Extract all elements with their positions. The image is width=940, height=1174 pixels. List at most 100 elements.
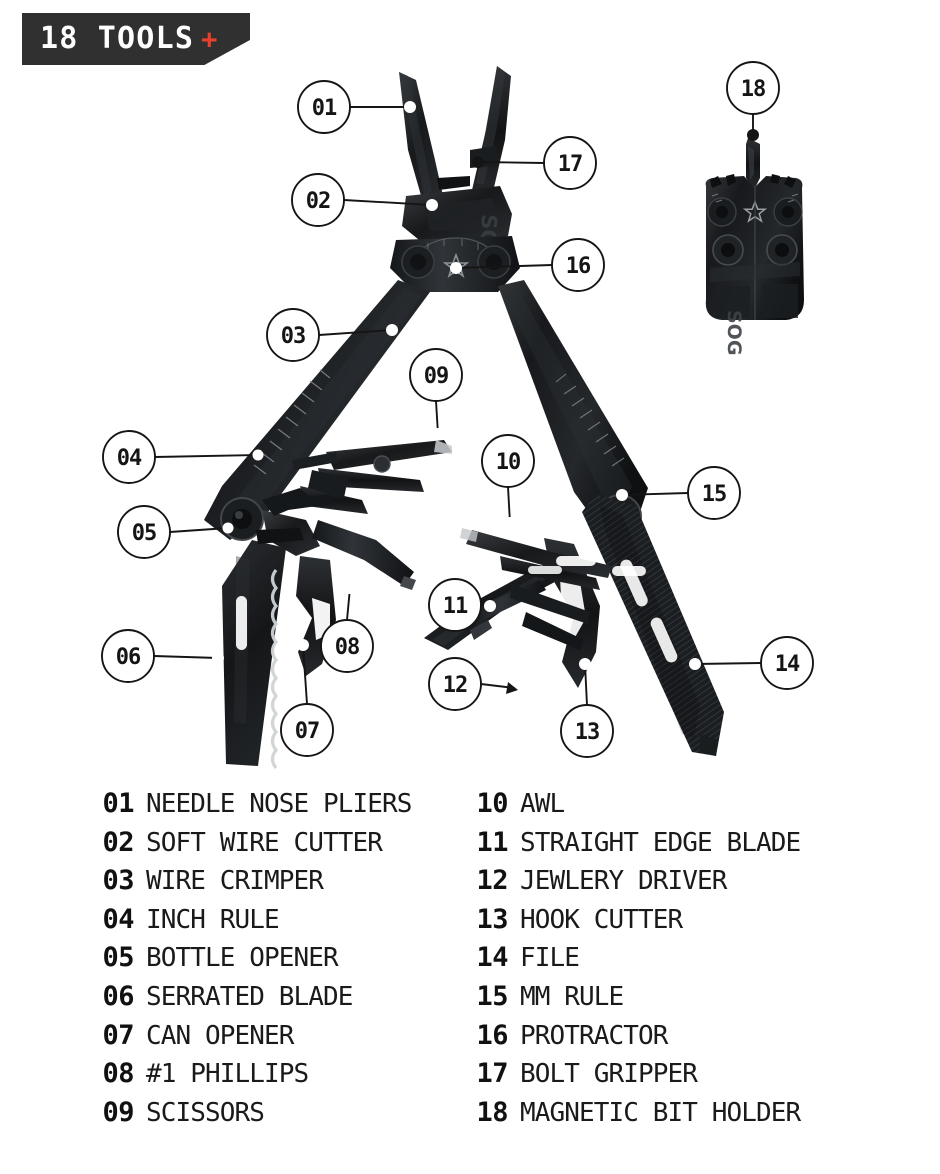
legend-item: 13 HOOK CUTTER xyxy=(462,904,800,943)
multitool-body: SOG xyxy=(204,66,724,769)
legend-column-right: 10 AWL 11 STRAIGHT EDGE BLADE 12 JEWLERY… xyxy=(462,788,801,1136)
legend-item: 01 NEEDLE NOSE PLIERS xyxy=(88,788,412,827)
callout-04[interactable] xyxy=(102,430,264,484)
callout-06[interactable] xyxy=(101,629,224,683)
legend-label: SOFT WIRE CUTTER xyxy=(146,827,383,858)
callout-13[interactable] xyxy=(560,658,614,758)
callout-number-07: 07 xyxy=(295,719,320,744)
legend-label: HOOK CUTTER xyxy=(520,904,683,935)
callout-16[interactable] xyxy=(450,238,605,292)
legend-number: 06 xyxy=(102,980,134,1012)
legend-item: 10 AWL xyxy=(462,788,800,827)
legend-item: 18 MAGNETIC BIT HOLDER xyxy=(462,1096,801,1136)
callout-number-10: 10 xyxy=(496,450,521,475)
legend-label: BOTTLE OPENER xyxy=(146,943,339,974)
callout-number-14: 14 xyxy=(775,652,800,677)
callout-05[interactable] xyxy=(117,505,234,559)
callout-01[interactable] xyxy=(297,80,416,134)
legend-label: PROTRACTOR xyxy=(520,1020,668,1051)
right-tool-cluster xyxy=(424,494,724,756)
legend-label: #1 PHILLIPS xyxy=(146,1059,309,1090)
legend-label: SERRATED BLADE xyxy=(146,981,353,1012)
callout-number-17: 17 xyxy=(558,152,583,177)
legend-label: FILE xyxy=(520,943,580,974)
legend-label: STRAIGHT EDGE BLADE xyxy=(520,827,801,858)
legend-label: WIRE CRIMPER xyxy=(146,866,324,897)
callout-11[interactable] xyxy=(428,578,496,632)
banner-title: 18 TOOLS xyxy=(40,21,195,56)
left-cluster-overlay xyxy=(256,488,312,544)
callout-number-02: 02 xyxy=(306,189,331,214)
inch-rule-ticks xyxy=(253,369,331,475)
callout-15[interactable] xyxy=(616,466,741,520)
callout-07[interactable] xyxy=(280,639,334,757)
legend-number: 05 xyxy=(102,942,134,974)
callout-number-16: 16 xyxy=(566,254,591,279)
callout-number-15: 15 xyxy=(702,482,727,507)
legend-item: 09 SCISSORS xyxy=(88,1097,412,1136)
callout-number-08: 08 xyxy=(335,635,360,660)
callout-number-05: 05 xyxy=(132,521,157,546)
legend-number: 16 xyxy=(476,1019,508,1051)
legend-label: CAN OPENER xyxy=(146,1020,294,1051)
legend-item: 16 PROTRACTOR xyxy=(462,1020,800,1059)
legend-item: 02 SOFT WIRE CUTTER xyxy=(88,827,412,866)
callout-02[interactable] xyxy=(291,173,438,227)
mm-rule-ticks xyxy=(555,373,625,467)
callout-12[interactable] xyxy=(428,657,518,711)
legend-number: 10 xyxy=(476,788,508,819)
legend-label: NEEDLE NOSE PLIERS xyxy=(146,789,412,819)
callout-08[interactable] xyxy=(320,582,374,673)
callout-number-03: 03 xyxy=(281,324,306,349)
legend-item: 11 STRAIGHT EDGE BLADE xyxy=(462,826,801,866)
callout-number-06: 06 xyxy=(116,645,141,670)
needle-nose-jaws xyxy=(399,66,511,206)
multitool-diagram: SOG xyxy=(101,61,814,769)
callout-number-01: 01 xyxy=(312,96,337,121)
legend-number: 13 xyxy=(476,903,508,935)
legend-label: MAGNETIC BIT HOLDER xyxy=(520,1097,801,1128)
legend-item: 07 CAN OPENER xyxy=(88,1020,412,1059)
callout-18[interactable] xyxy=(726,61,780,141)
callout-17[interactable] xyxy=(472,136,597,190)
legend-label: JEWLERY DRIVER xyxy=(520,866,727,897)
legend-item: 05 BOTTLE OPENER xyxy=(88,942,412,981)
legend-number: 01 xyxy=(102,788,134,819)
legend-item: 14 FILE xyxy=(462,942,800,981)
legend-number: 09 xyxy=(102,1096,134,1128)
callout-09[interactable] xyxy=(409,348,463,440)
callout-number-12: 12 xyxy=(443,673,468,698)
legend-label: BOLT GRIPPER xyxy=(520,1059,698,1090)
callout-10[interactable] xyxy=(481,434,535,529)
legend-number: 11 xyxy=(476,826,508,858)
legend-column-left: 01 NEEDLE NOSE PLIERS 02 SOFT WIRE CUTTE… xyxy=(88,788,412,1135)
legend-label: AWL xyxy=(520,789,565,819)
callout-number-18: 18 xyxy=(741,77,766,102)
callout-number-11: 11 xyxy=(443,594,468,619)
callout-14[interactable] xyxy=(689,636,814,690)
scissors xyxy=(308,440,452,498)
legend-number: 14 xyxy=(476,942,508,974)
legend-number: 04 xyxy=(102,903,134,935)
legend-number: 15 xyxy=(476,980,508,1012)
header-banner: 18 TOOLS + xyxy=(22,13,250,65)
legend-label: MM RULE xyxy=(520,981,624,1012)
svg-text:SOG: SOG xyxy=(723,310,745,355)
banner-plus-icon: + xyxy=(201,23,218,55)
legend-item: 15 MM RULE xyxy=(462,981,800,1020)
callout-number-13: 13 xyxy=(575,720,600,745)
legend-item: 04 INCH RULE xyxy=(88,904,412,943)
legend-label: SCISSORS xyxy=(146,1097,265,1128)
legend-number: 03 xyxy=(102,865,134,897)
legend-number: 12 xyxy=(476,865,508,897)
tool-legend: 01 NEEDLE NOSE PLIERS 02 SOFT WIRE CUTTE… xyxy=(0,788,940,1174)
legend-number: 18 xyxy=(476,1096,508,1128)
callout-03[interactable] xyxy=(266,308,398,362)
callout-number-09: 09 xyxy=(424,364,449,389)
legend-item: 08 #1 PHILLIPS xyxy=(88,1058,412,1097)
callout-number-04: 04 xyxy=(117,446,142,471)
legend-number: 07 xyxy=(102,1019,134,1051)
legend-item: 03 WIRE CRIMPER xyxy=(88,865,412,904)
legend-item: 06 SERRATED BLADE xyxy=(88,981,412,1020)
